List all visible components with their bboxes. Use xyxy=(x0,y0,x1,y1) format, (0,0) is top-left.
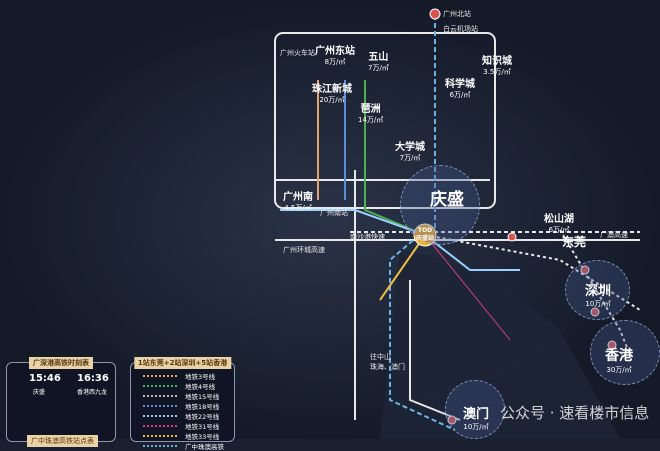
hongkong-bubble xyxy=(590,320,660,385)
legend-list: 地铁3号线地铁4号线地铁15号线地铁18号线地铁22号线地铁31号线地铁33号线… xyxy=(143,371,224,451)
line-swatch xyxy=(143,445,177,447)
tod-title: TOD xyxy=(417,227,433,234)
station-gz-north[interactable]: 广州北站 xyxy=(443,10,471,18)
road-label: 广州环城高速 xyxy=(283,246,325,254)
legend-label: 广中珠澳高铁 xyxy=(185,443,224,451)
tod-label[interactable]: TOD 庆盛站 xyxy=(410,227,440,243)
road-label: 广澳高速 xyxy=(600,231,628,239)
legend-label: 地铁31号线 xyxy=(185,423,220,431)
legend-item: 地铁33号线 xyxy=(143,431,224,441)
line-swatch xyxy=(143,435,177,437)
legend-label: 地铁33号线 xyxy=(185,433,220,441)
line-swatch xyxy=(143,425,177,427)
legend-panel: 1站东莞+2站深圳+5站香港 地铁3号线地铁4号线地铁15号线地铁18号线地铁2… xyxy=(130,357,235,451)
legend-item: 地铁3号线 xyxy=(143,371,224,381)
line-swatch xyxy=(143,385,177,387)
tod-station-name: 庆盛站 xyxy=(415,235,434,242)
arrive-station: 香港西九龙 xyxy=(77,389,108,396)
depart-time: 15:46 xyxy=(29,373,61,384)
road-label: 南沙港快速 xyxy=(350,233,385,241)
legend-item: 地铁31号线 xyxy=(143,421,224,431)
legend-title: 1站东莞+2站深圳+5站香港 xyxy=(133,357,232,369)
project-name: 庆盛 xyxy=(430,190,464,210)
timetable-title: 广深港高铁时刻表 xyxy=(29,357,93,369)
depart-station: 庆盛 xyxy=(33,389,46,396)
line-swatch xyxy=(143,395,177,397)
line-swatch xyxy=(143,375,177,377)
legend-item: 广中珠澳高铁 xyxy=(143,441,224,451)
line-swatch xyxy=(143,405,177,407)
timetable-panel: 广深港高铁时刻表 15:46 16:36 庆盛 香港西九龙 广中珠澳高铁站点表 xyxy=(6,357,116,447)
legend-item: 地铁4号线 xyxy=(143,381,224,391)
legend-item: 地铁22号线 xyxy=(143,411,224,421)
legend-label: 地铁18号线 xyxy=(185,403,220,411)
legend-label: 地铁4号线 xyxy=(185,383,216,391)
direction-note: 往中山 珠海、澳门 xyxy=(370,353,405,371)
station-baiyun-airport[interactable]: 白云机场站 xyxy=(443,25,478,33)
project-bubble xyxy=(400,165,480,245)
station-gz-train[interactable]: 广州火车站 xyxy=(280,49,315,57)
line-swatch xyxy=(143,415,177,417)
legend-label: 地铁22号线 xyxy=(185,413,220,421)
legend-label: 地铁3号线 xyxy=(185,373,216,381)
watermark: 公众号 · 速看楼市信息 xyxy=(500,404,650,422)
dongguan-label: 东莞 xyxy=(562,235,587,249)
legend-label: 地铁15号线 xyxy=(185,393,220,401)
legend-item: 地铁15号线 xyxy=(143,391,224,401)
shenzhen-bubble xyxy=(565,260,630,320)
station-gz-south[interactable]: 广州南站 xyxy=(320,209,348,217)
arrive-time: 16:36 xyxy=(77,373,109,384)
station-table-title: 广中珠澳高铁站点表 xyxy=(27,435,98,447)
legend-item: 地铁18号线 xyxy=(143,401,224,411)
